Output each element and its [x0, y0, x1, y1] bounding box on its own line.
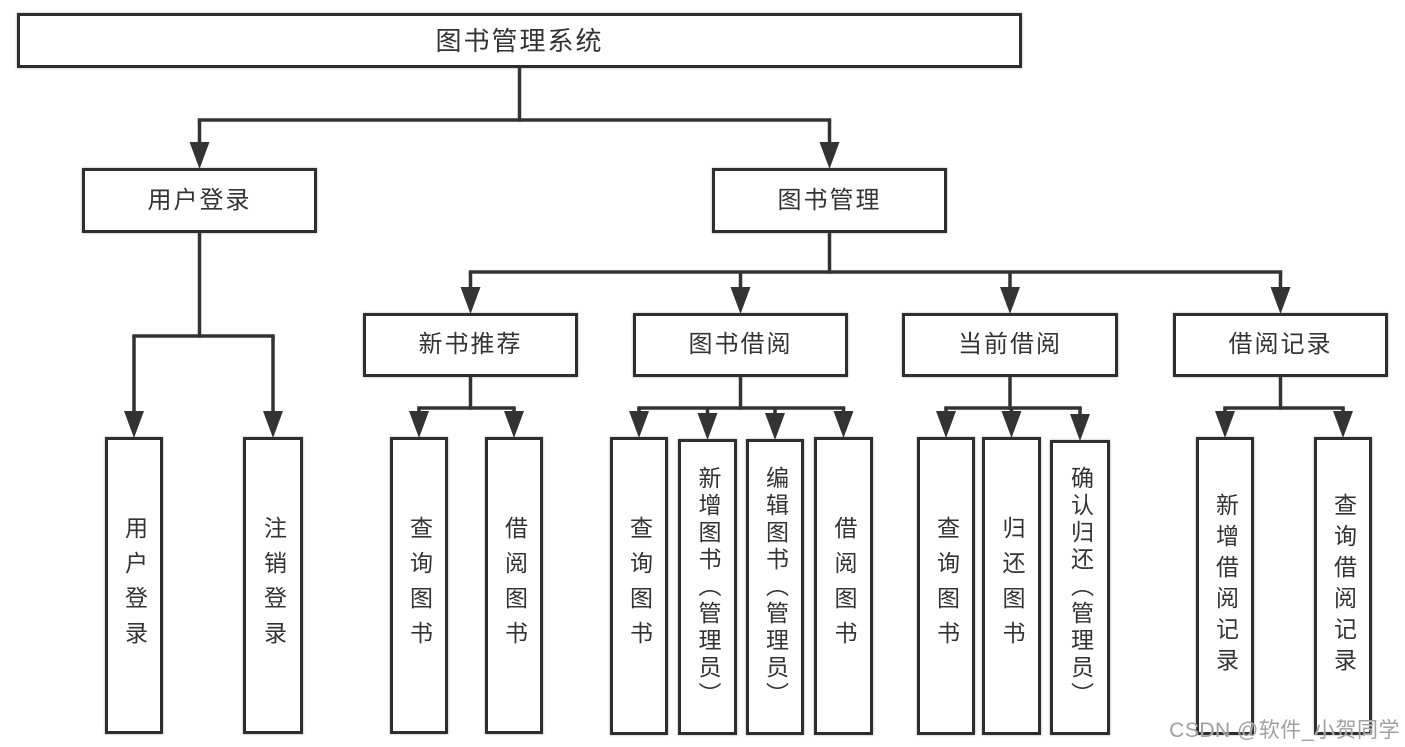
node-label: 新书推荐 — [418, 331, 523, 358]
node-br-add: 新增借阅记录 — [1196, 437, 1254, 735]
node-bb-add: 新增图书（管理员） — [678, 439, 737, 735]
node-label: 图书管理系统 — [435, 25, 604, 56]
node-nr-query: 查询图书 — [390, 437, 448, 734]
node-user-login: 用户登录 — [82, 168, 317, 233]
node-label: 用户登录 — [121, 515, 148, 656]
node-label: 借阅图书 — [501, 515, 528, 656]
node-ul-login: 用户登录 — [105, 437, 163, 734]
node-label: 借阅图书 — [831, 516, 857, 656]
node-label: 编辑图书（管理员） — [762, 465, 789, 709]
node-current-borrow: 当前借阅 — [902, 313, 1118, 377]
node-label: 用户登录 — [147, 186, 252, 214]
node-cb-return: 归还图书 — [982, 437, 1041, 735]
node-label: 查询图书 — [406, 515, 433, 656]
node-label: 确认归还（管理员） — [1067, 466, 1094, 709]
node-label: 新增图书（管理员） — [695, 465, 721, 709]
node-book-borrow: 图书借阅 — [633, 313, 848, 377]
node-label: 查询借阅记录 — [1330, 493, 1357, 679]
node-label: 查询图书 — [933, 516, 960, 656]
node-label: 借阅记录 — [1228, 331, 1333, 358]
watermark: CSDN @软件_小贺同学 — [1169, 719, 1400, 742]
node-br-query: 查询借阅记录 — [1314, 437, 1372, 735]
node-cb-confirm: 确认归还（管理员） — [1050, 440, 1110, 735]
node-label: 图书管理 — [777, 186, 882, 214]
node-new-book-rec: 新书推荐 — [363, 313, 578, 377]
node-borrow-record: 借阅记录 — [1173, 313, 1388, 377]
node-bb-query: 查询图书 — [610, 437, 668, 735]
node-book-mgmt: 图书管理 — [712, 168, 947, 233]
node-label: 查询图书 — [626, 516, 653, 656]
node-ul-logout: 注销登录 — [243, 437, 303, 734]
node-bb-borrow: 借阅图书 — [814, 437, 873, 735]
node-label: 新增借阅记录 — [1212, 493, 1239, 679]
node-label: 图书借阅 — [688, 331, 793, 358]
node-bb-edit: 编辑图书（管理员） — [746, 439, 804, 735]
node-label: 归还图书 — [999, 516, 1025, 656]
node-label: 注销登录 — [260, 515, 287, 656]
node-label: 当前借阅 — [958, 331, 1062, 358]
node-nr-borrow: 借阅图书 — [485, 437, 543, 734]
node-root: 图书管理系统 — [17, 13, 1022, 68]
node-cb-query: 查询图书 — [917, 437, 975, 735]
